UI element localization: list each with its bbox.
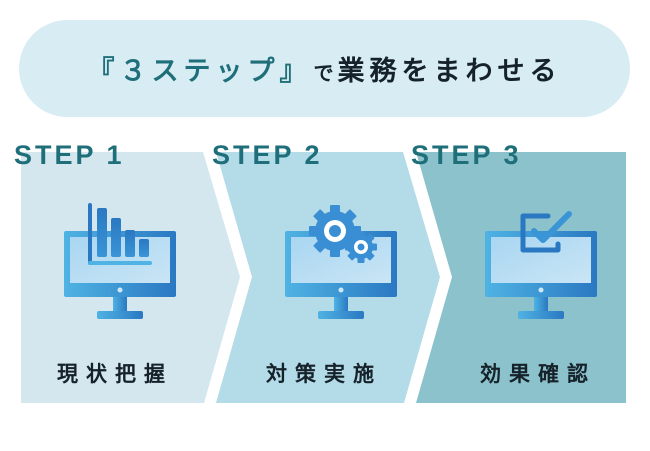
step-3-label: STEP 3: [411, 140, 522, 170]
step-1-label: STEP 1: [14, 140, 125, 170]
step-1-caption: 現状把握: [57, 362, 173, 386]
headline-banner: 『３ステップ』 で 業務をまわせる: [19, 20, 630, 117]
headline-main: 業務をまわせる: [337, 56, 562, 87]
headline: 『３ステップ』 で 業務をまわせる: [88, 49, 562, 88]
gear-small-icon: [345, 231, 377, 263]
monitor-gears-icon: [285, 205, 397, 319]
step-2-label: STEP 2: [212, 140, 323, 170]
headline-connector: で: [313, 61, 334, 85]
gear-large-icon: [309, 205, 361, 257]
monitor-checkbox-icon: [485, 211, 597, 319]
headline-accent: 『３ステップ』: [87, 56, 312, 87]
step-3-caption: 効果確認: [480, 362, 596, 386]
step-2-caption: 対策実施: [266, 362, 382, 386]
monitor-bar-chart-icon: [64, 203, 176, 319]
